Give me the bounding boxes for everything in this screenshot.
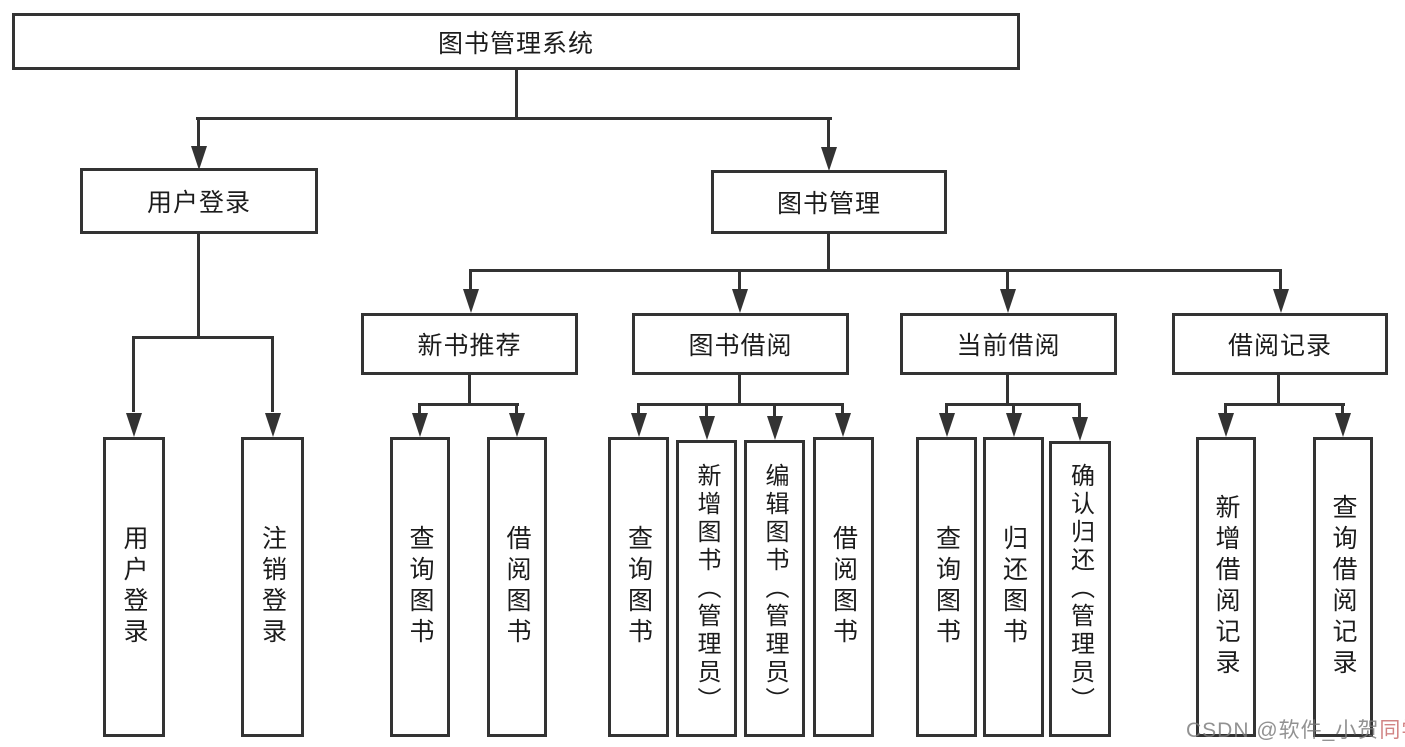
arrow-down-icon [767, 416, 783, 440]
watermark-text-gray: CSDN @软件_小贺 [1186, 719, 1380, 742]
connector-line [1224, 405, 1227, 417]
connector-line [515, 405, 518, 417]
connector-line [1341, 405, 1344, 417]
leaf-newbooks-query-books: 查询图书 [390, 437, 450, 737]
leaf-newbooks-borrow-books: 借阅图书 [487, 437, 547, 737]
arrow-down-icon [463, 289, 479, 313]
connector-line [418, 405, 421, 417]
arrow-down-icon [939, 413, 955, 437]
leaf-borrow-query-books: 查询图书 [608, 437, 669, 737]
leaf-current-return-books: 归还图书 [983, 437, 1044, 737]
connector-line [132, 338, 135, 412]
connector-line [841, 405, 844, 417]
arrow-down-icon [1006, 413, 1022, 437]
arrow-down-icon [1335, 413, 1351, 437]
connector-line [773, 405, 776, 419]
leaf-borrow-edit-books-admin: 编辑图书（管理员） [744, 440, 805, 737]
connector-line [705, 405, 708, 419]
connector-line [637, 405, 640, 417]
watermark-text-red: 同学 [1379, 719, 1405, 742]
leaf-current-confirm-return-admin: 确认归还（管理员） [1049, 441, 1111, 737]
connector-line [945, 403, 1081, 406]
arrow-down-icon [265, 413, 281, 437]
csdn-watermark: CSDN @软件_小贺同学 [1186, 714, 1405, 744]
connector-line [469, 269, 1282, 272]
connector-line [1277, 374, 1280, 406]
connector-line [132, 336, 274, 339]
node-book-borrow: 图书借阅 [632, 313, 849, 375]
connector-line [271, 338, 274, 412]
connector-line [738, 271, 741, 293]
connector-line [197, 118, 200, 150]
leaf-borrow-add-books-admin: 新增图书（管理员） [676, 440, 737, 737]
arrow-down-icon [631, 413, 647, 437]
node-root-library-system: 图书管理系统 [12, 13, 1020, 70]
arrow-down-icon [191, 146, 207, 170]
connector-line [468, 374, 471, 406]
leaf-logout: 注销登录 [241, 437, 304, 737]
connector-line [197, 233, 200, 338]
connector-line [1012, 405, 1015, 417]
leaf-current-query-books: 查询图书 [916, 437, 977, 737]
arrow-down-icon [821, 147, 837, 171]
connector-line [637, 403, 844, 406]
node-borrow-records: 借阅记录 [1172, 313, 1388, 375]
connector-line [418, 403, 519, 406]
connector-line [1006, 374, 1009, 406]
connector-line [1279, 271, 1282, 293]
connector-line [827, 118, 830, 150]
arrow-down-icon [126, 413, 142, 437]
node-book-management: 图书管理 [711, 170, 947, 234]
arrow-down-icon [732, 289, 748, 313]
arrow-down-icon [412, 413, 428, 437]
connector-line [196, 117, 832, 120]
arrow-down-icon [1000, 289, 1016, 313]
arrow-down-icon [835, 413, 851, 437]
connector-line [515, 70, 518, 119]
arrow-down-icon [1218, 413, 1234, 437]
connector-line [1006, 271, 1009, 293]
connector-line [469, 271, 472, 293]
leaf-user-login: 用户登录 [103, 437, 165, 737]
connector-line [945, 405, 948, 417]
leaf-records-query-record: 查询借阅记录 [1313, 437, 1373, 737]
connector-line [738, 374, 741, 406]
connector-line [1224, 403, 1345, 406]
connector-line [1078, 405, 1081, 421]
leaf-borrow-borrow-books: 借阅图书 [813, 437, 874, 737]
arrow-down-icon [1072, 417, 1088, 441]
node-current-borrow: 当前借阅 [900, 313, 1117, 375]
node-user-login: 用户登录 [80, 168, 318, 234]
arrow-down-icon [509, 413, 525, 437]
arrow-down-icon [1273, 289, 1289, 313]
connector-line [827, 234, 830, 272]
leaf-records-add-record: 新增借阅记录 [1196, 437, 1256, 737]
node-new-book-recommend: 新书推荐 [361, 313, 578, 375]
arrow-down-icon [699, 416, 715, 440]
